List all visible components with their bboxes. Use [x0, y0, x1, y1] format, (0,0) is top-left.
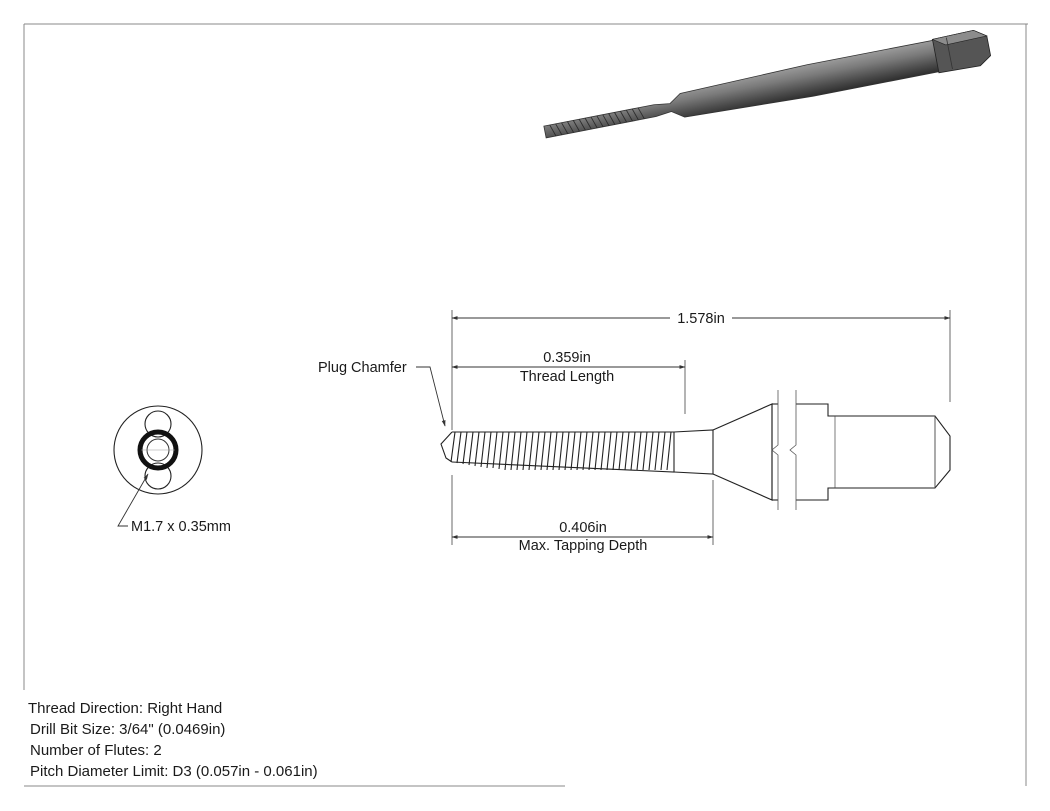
spec-thread-direction: Thread Direction: Right Hand — [28, 700, 223, 717]
thread-length-label: Thread Length — [520, 369, 614, 385]
thread-length-value: 0.359in — [543, 350, 591, 366]
spec-pitch-diameter-limit: Pitch Diameter Limit: D3 (0.057in - 0.06… — [30, 763, 318, 780]
tap-end-view — [113, 405, 203, 495]
spec-number-of-flutes: Number of Flutes: 2 — [30, 742, 162, 759]
drawing-frame — [23, 23, 1028, 787]
spec-drill-bit-size: Drill Bit Size: 3/64" (0.0469in) — [30, 721, 226, 738]
dimension-lines — [117, 310, 951, 545]
tap-side-view — [440, 390, 951, 510]
tap-3d-render — [543, 29, 992, 139]
dimension-labels: 1.578in 0.359in Thread Length 0.406in Ma… — [131, 311, 725, 554]
tapping-depth-label: Max. Tapping Depth — [519, 538, 648, 554]
plug-chamfer-callout: Plug Chamfer — [318, 360, 407, 376]
tapping-depth-value: 0.406in — [559, 520, 607, 536]
thread-size-callout: M1.7 x 0.35mm — [131, 519, 231, 535]
overall-length-label: 1.578in — [677, 311, 725, 327]
spec-notes: Thread Direction: Right Hand Drill Bit S… — [28, 698, 318, 782]
